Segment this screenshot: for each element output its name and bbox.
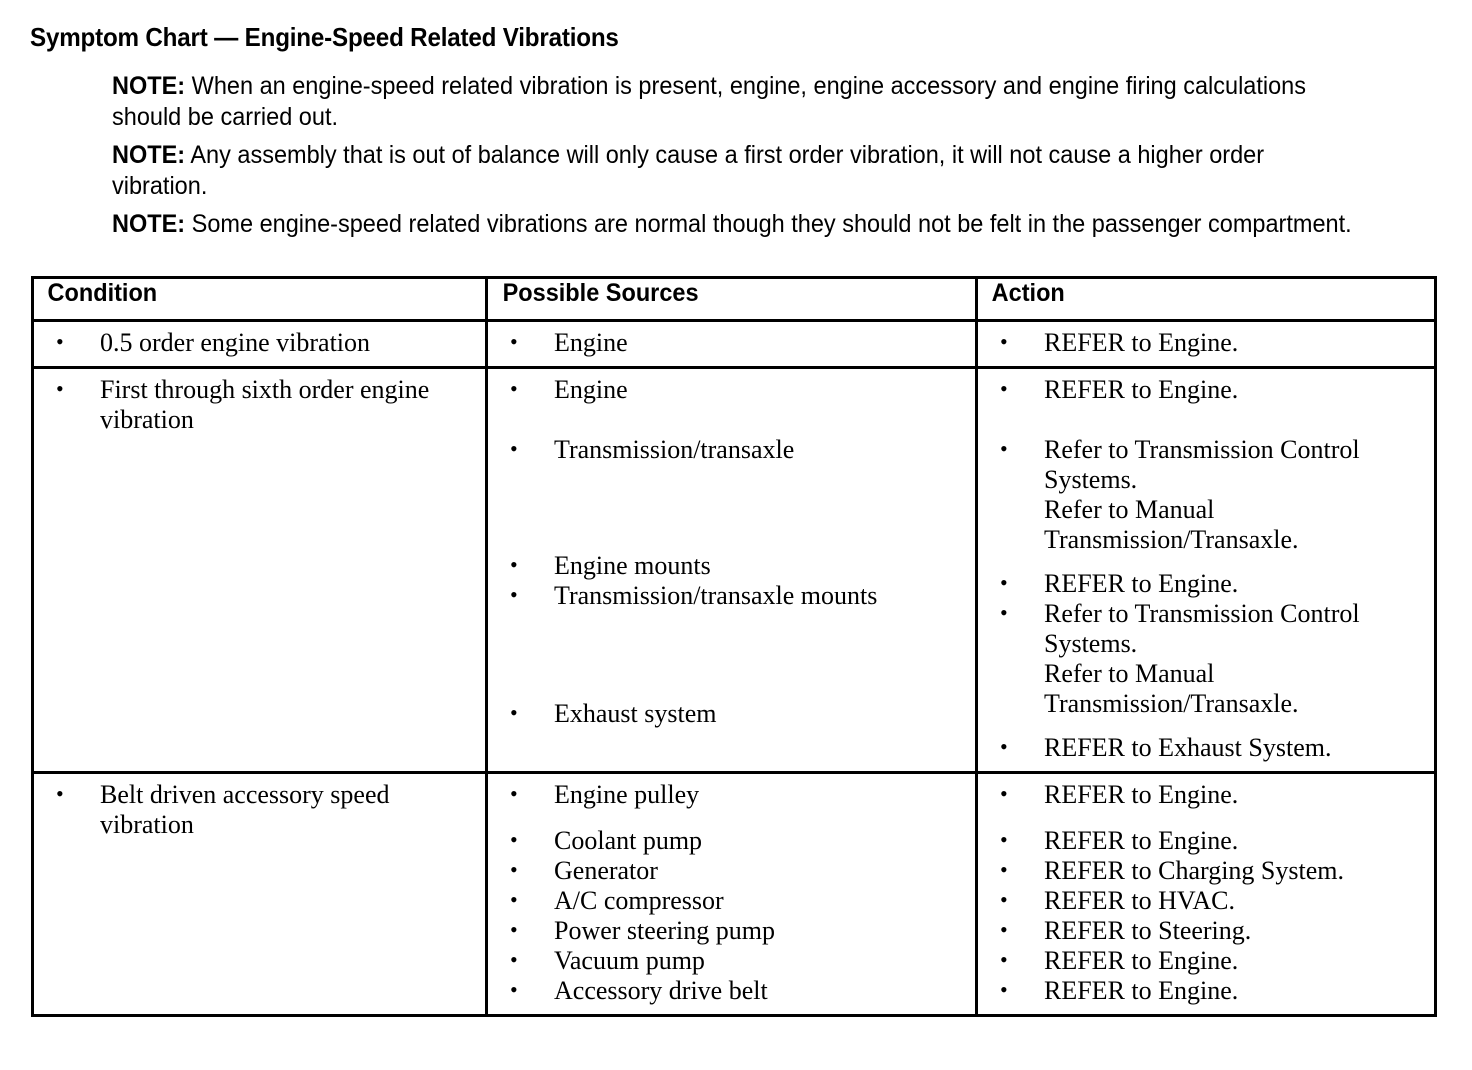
list-item: Engine [492,374,971,405]
column-header-condition-label: Condition [47,279,158,307]
list-item: REFER to Exhaust System. [982,732,1430,763]
list-item: REFER to Engine. [982,825,1430,856]
table-row: First through sixth order engine vibrati… [31,366,1437,774]
list-item: Vacuum pump [492,945,971,976]
cell-possible-sources: Engine pulley Coolant pump Generator A/C… [485,771,978,1017]
list-item: Refer to Transmission Control Systems. [982,598,1430,659]
action-list: REFER to Engine. [982,327,1430,358]
list-item: REFER to Engine. [982,327,1430,358]
symptom-chart-table: Condition Possible Sources Action 0.5 or… [31,276,1437,1017]
note-text: Some engine-speed related vibrations are… [191,210,1352,238]
list-item: Accessory drive belt [492,975,971,1006]
list-item: Coolant pump [492,825,971,856]
list-item-continuation: Refer to Manual Transmission/Transaxle. [1044,495,1299,554]
cell-possible-sources: Engine Transmission/transaxle Engine mou… [485,366,978,774]
table-row: Belt driven accessory speed vibration En… [31,771,1437,1017]
table-row: 0.5 order engine vibration Engine REFER … [31,319,1437,369]
column-header-possible-sources-label: Possible Sources [502,279,699,307]
column-header-possible-sources: Possible Sources [485,276,978,322]
action-list: REFER to Engine. Refer to Transmission C… [982,374,1430,763]
spacer [492,465,971,551]
list-item: REFER to Charging System. [982,855,1430,886]
table-header-row: Condition Possible Sources Action [31,276,1437,322]
list-item: REFER to HVAC. [982,885,1430,916]
list-item: Engine [492,327,971,358]
list-item: 0.5 order engine vibration [38,327,481,358]
notes-block: NOTE: When an engine-speed related vibra… [112,71,1442,247]
list-item: REFER to Steering. [982,915,1430,946]
sources-list: Engine pulley Coolant pump Generator A/C… [492,779,971,1006]
sources-list: Engine Transmission/transaxle Engine mou… [492,374,971,729]
note-label: NOTE: [112,141,186,169]
page-title: Symptom Chart — Engine-Speed Related Vib… [30,22,619,52]
spacer [982,719,1430,733]
list-item: REFER to Engine. [982,374,1430,405]
list-item: Transmission/transaxle mounts [492,580,971,611]
cell-condition: 0.5 order engine vibration [31,319,488,369]
column-header-action-label: Action [991,279,1065,307]
condition-list: Belt driven accessory speed vibration [38,779,481,840]
list-item: Exhaust system [492,698,971,729]
cell-action: REFER to Engine. [975,319,1437,369]
list-item: A/C compressor [492,885,971,916]
list-item: REFER to Engine. [982,779,1430,810]
spacer [492,611,971,699]
spacer [982,405,1430,435]
cell-action: REFER to Engine. Refer to Transmission C… [975,366,1437,774]
note-item: NOTE: When an engine-speed related vibra… [112,71,1362,133]
cell-action: REFER to Engine. REFER to Engine. REFER … [975,771,1437,1017]
spacer [492,810,971,826]
list-item: REFER to Engine. [982,568,1430,599]
list-item: Power steering pump [492,915,971,946]
cell-possible-sources: Engine [485,319,978,369]
condition-list: 0.5 order engine vibration [38,327,481,358]
list-item: Engine pulley [492,779,971,810]
column-header-action: Action [975,276,1437,322]
spacer [492,405,971,435]
note-label: NOTE: [112,72,186,100]
list-item: Transmission/transaxle [492,434,971,465]
cell-condition: Belt driven accessory speed vibration [31,771,488,1017]
cell-condition: First through sixth order engine vibrati… [31,366,488,774]
list-item: Refer to Transmission Control Systems. [982,434,1430,495]
action-list: REFER to Engine. REFER to Engine. REFER … [982,779,1430,1006]
list-item: REFER to Engine. [982,945,1430,976]
list-item: Engine mounts [492,550,971,581]
note-text: When an engine-speed related vibration i… [112,72,1307,131]
condition-list: First through sixth order engine vibrati… [38,374,481,435]
list-item: Belt driven accessory speed vibration [38,779,481,840]
note-label: NOTE: [112,210,186,238]
column-header-condition: Condition [31,276,488,322]
list-item: First through sixth order engine vibrati… [38,374,481,435]
note-item: NOTE: Some engine-speed related vibratio… [112,209,1362,240]
sources-list: Engine [492,327,971,358]
note-item: NOTE: Any assembly that is out of balanc… [112,140,1362,202]
list-item: REFER to Engine. [982,975,1430,1006]
list-item-continuation: Refer to Manual Transmission/Transaxle. [1044,659,1299,718]
note-text: Any assembly that is out of balance will… [112,141,1265,200]
spacer [982,810,1430,826]
list-item: Generator [492,855,971,886]
spacer [982,555,1430,569]
